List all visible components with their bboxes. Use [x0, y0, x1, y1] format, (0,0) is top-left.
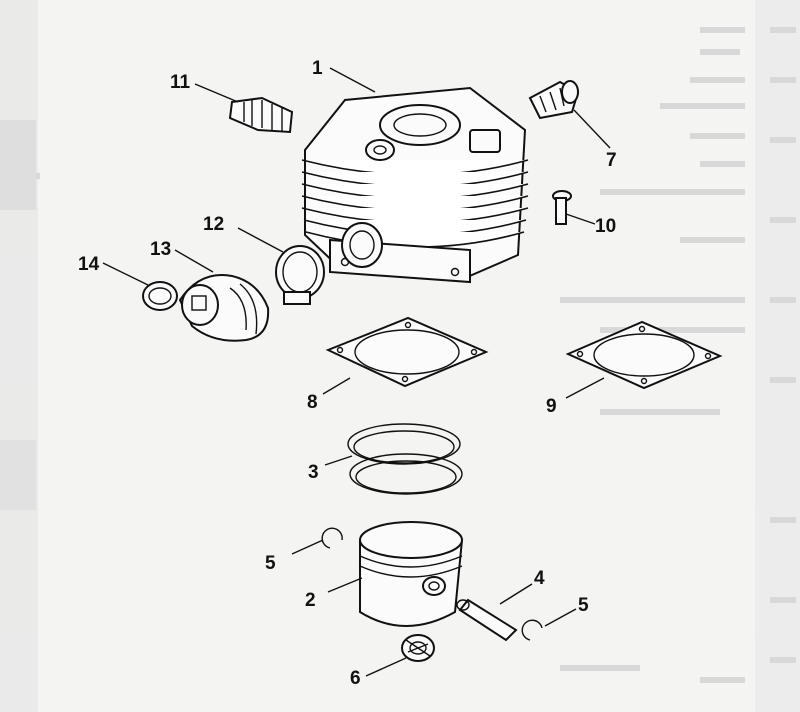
gasket-right-outline: [565, 320, 723, 390]
callout-6: 6: [350, 668, 361, 689]
intake-port: [341, 222, 383, 268]
cylinder-fins: [301, 159, 529, 248]
callout-1: 1: [312, 58, 323, 79]
callout-8: 8: [307, 392, 318, 413]
cylinder-top-port-inner: [393, 113, 447, 137]
bleed-text-lines: [30, 27, 796, 683]
scan-shadow-block: [0, 120, 36, 210]
callout-5-upper: 5: [265, 553, 276, 574]
cylinder-exhaust-lug: [469, 129, 501, 153]
manifold-ribs: [229, 283, 258, 335]
intake-manifold-part: [178, 274, 270, 342]
spark-plug-ribs: [243, 100, 283, 132]
piston-pin-part: [456, 598, 518, 642]
callout-7: 7: [606, 150, 617, 171]
right-page-edge: [755, 0, 800, 712]
gasket-left-part: [325, 316, 489, 388]
piston-ring-upper: [347, 423, 461, 465]
cylinder-top-port: [379, 104, 461, 146]
callout-3: 3: [308, 462, 319, 483]
gasket-left-bore: [354, 329, 460, 375]
circlip-upper-part: [321, 527, 343, 549]
screw-part: [552, 190, 572, 225]
spark-plug-part: [228, 96, 294, 134]
piston-ring-lower: [349, 453, 463, 495]
callout-10: 10: [595, 216, 616, 237]
callout-12: 12: [203, 214, 224, 235]
callout-4: 4: [534, 568, 545, 589]
decompression-hole: [373, 145, 387, 155]
piston-ring-grooves: [359, 555, 463, 578]
clamp-screw: [283, 291, 311, 305]
gasket-right-part: [565, 320, 723, 390]
left-page-edge: [0, 0, 38, 712]
cylinder-part: [301, 86, 529, 284]
flange-hole-right: [450, 267, 460, 277]
manifold-port: [181, 284, 219, 326]
piston-skirt: [359, 539, 464, 627]
piston-pin-boss: [422, 576, 446, 596]
intake-port-inner: [349, 230, 375, 260]
hose-clamp-part: [275, 245, 325, 305]
piston-crown: [359, 521, 463, 559]
gasket-right-bore: [593, 333, 695, 377]
decompression-valve-part: [528, 80, 580, 120]
decompression-boss: [365, 139, 395, 161]
callout-2: 2: [305, 590, 316, 611]
screw-shank: [555, 197, 567, 225]
piston-part: [359, 521, 464, 627]
piston-pin-bore: [428, 581, 440, 591]
callout-9: 9: [546, 396, 557, 417]
needle-bearing-part: [401, 634, 435, 662]
gasket-left-outline: [325, 316, 489, 388]
piston-pin-body: [458, 598, 518, 642]
scan-shadow-block-lower: [0, 440, 36, 510]
callout-11: 11: [170, 72, 191, 93]
small-clamp-part: [142, 281, 178, 311]
valve-cap: [561, 80, 579, 104]
spark-plug-body: [228, 96, 294, 134]
callout-13: 13: [150, 239, 171, 260]
callout-labels: 1 2 3 4 5 5 6 7 8 9 10 11 12 13 14: [78, 58, 617, 689]
callout-14: 14: [78, 254, 100, 275]
callout-5-lower: 5: [578, 595, 589, 616]
leader-lines: [102, 67, 611, 677]
piston-rings-part: [347, 423, 463, 495]
small-clamp-outer: [142, 281, 178, 311]
manifold-square-opening: [191, 295, 207, 311]
circlip-lower-part: [521, 619, 543, 641]
small-clamp-inner: [148, 287, 172, 305]
